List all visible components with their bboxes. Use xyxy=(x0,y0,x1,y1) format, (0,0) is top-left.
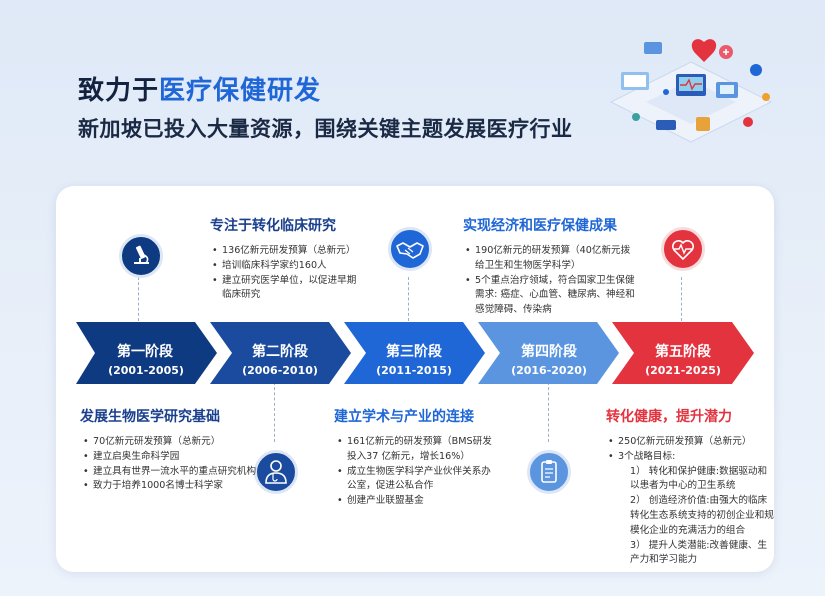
list-item: 136亿新元研发预算（总新元） xyxy=(212,244,362,259)
list-item: 成立生物医学科学产业伙伴关系办公室，促进公私合作 xyxy=(337,465,497,495)
stage-4-heading: 实现经济和医疗保健成果 xyxy=(463,218,617,234)
list-item: 190亿新元的研发预算（40亿新元拨给卫生和生物医学科学） xyxy=(465,244,635,274)
stage-2-label: 第二阶段 xyxy=(252,343,308,360)
page-subtitle: 新加坡已投入大量资源，围绕关键主题发展医疗行业 xyxy=(78,117,573,141)
microscope-icon xyxy=(134,245,149,264)
sub-item: 3） 提升人类潜能:改善健康、生产力和学习能力 xyxy=(630,539,768,566)
stage-2-bullets: 136亿新元研发预算（总新元） 培训临床科学家约160人 建立研究医学单位，以促… xyxy=(210,244,362,303)
stage-1-icon-circle xyxy=(119,234,163,278)
doctor-icon xyxy=(265,460,287,484)
stage-5-arrow xyxy=(612,322,754,384)
list-item: 161亿新元的研发预算（BMS研发投入37 亿新元，增长16%） xyxy=(337,435,497,465)
heart-pulse-icon xyxy=(672,240,694,260)
stage-3-heading: 建立学术与产业的连接 xyxy=(334,409,474,425)
stage-3-bullets: 161亿新元的研发预算（BMS研发投入37 亿新元，增长16%） 成立生物医学科… xyxy=(335,435,497,509)
stage-5-heading: 转化健康，提升潜力 xyxy=(606,409,732,425)
list-item: 致力于培养1000名博士科学家 xyxy=(83,479,263,494)
connector-stage-1 xyxy=(138,277,139,321)
stage-4-years: (2016-2020) xyxy=(511,364,587,377)
title-prefix: 致力于 xyxy=(78,76,160,106)
stage-5-years: (2021-2025) xyxy=(645,364,721,377)
stage-5-label: 第五阶段 xyxy=(655,343,711,360)
stage-1-arrow xyxy=(76,322,217,384)
connector-stage-4 xyxy=(548,382,549,442)
stage-3-icon-circle xyxy=(388,227,432,271)
list-item-text: 3个战略目标: xyxy=(618,450,676,462)
stage-1-heading: 发展生物医学研究基础 xyxy=(80,409,220,425)
list-item: 5个重点治疗领域，符合国家卫生保健需求: 癌症、心血管、糖尿病、神经和感觉障碍、… xyxy=(465,274,635,318)
stage-4-label: 第四阶段 xyxy=(521,343,577,360)
stage-4-icon-circle xyxy=(527,450,571,494)
connector-stage-3 xyxy=(408,277,409,321)
stage-2-heading: 专注于转化临床研究 xyxy=(210,218,336,234)
handshake-icon xyxy=(396,242,424,259)
stage-3-label: 第三阶段 xyxy=(386,343,442,360)
list-item: 建立研究医学单位，以促进早期临床研究 xyxy=(212,274,362,304)
list-item: 70亿新元研发预算（总新元） xyxy=(83,435,263,450)
sub-item: 1） 转化和保护健康:数据驱动和以患者为中心的卫生系统 xyxy=(630,465,768,492)
stage-1-years: (2001-2005) xyxy=(108,364,184,377)
page-title: 致力于医疗保健研发 xyxy=(78,70,321,107)
stage-3-years: (2011-2015) xyxy=(376,364,452,377)
stage-4-bullets: 190亿新元的研发预算（40亿新元拨给卫生和生物医学科学） 5个重点治疗领域，符… xyxy=(463,244,635,318)
stage-3-arrow xyxy=(344,322,485,384)
healthcare-illustration xyxy=(609,39,773,143)
list-item: 培训临床科学家约160人 xyxy=(212,259,362,274)
list-item: 250亿新元研发预算（总新元） xyxy=(608,435,774,450)
stage-4-arrow xyxy=(478,322,619,384)
connector-stage-5 xyxy=(681,277,682,321)
title-highlight: 医疗保健研发 xyxy=(159,76,322,106)
list-item: 创建产业联盟基金 xyxy=(337,494,497,509)
stage-1-bullets: 70亿新元研发预算（总新元） 建立启奥生命科学园 建立具有世界一流水平的重点研究… xyxy=(81,435,263,494)
stage-2-arrow xyxy=(210,322,351,384)
stage-arrows: 第一阶段 (2001-2005) 第二阶段 (2006-2010) 第三阶段 (… xyxy=(76,322,754,384)
connector-stage-2 xyxy=(274,382,275,442)
list-item: 建立启奥生命科学园 xyxy=(83,450,263,465)
list-item: 3个战略目标: 1） 转化和保护健康:数据驱动和以患者为中心的卫生系统 2） 创… xyxy=(608,450,774,568)
clipboard-icon xyxy=(541,460,557,483)
stage-2-years: (2006-2010) xyxy=(242,364,318,377)
stage-5-icon-circle xyxy=(661,227,705,271)
sub-item: 2） 创造经济价值:由强大的临床转化生态系统支持的初创企业和规模化企业的充满活力… xyxy=(630,495,774,536)
stage-5-bullets: 250亿新元研发预算（总新元） 3个战略目标: 1） 转化和保护健康:数据驱动和… xyxy=(606,435,774,568)
list-item: 建立具有世界一流水平的重点研究机构 xyxy=(83,465,263,480)
stage-1-label: 第一阶段 xyxy=(117,343,173,360)
